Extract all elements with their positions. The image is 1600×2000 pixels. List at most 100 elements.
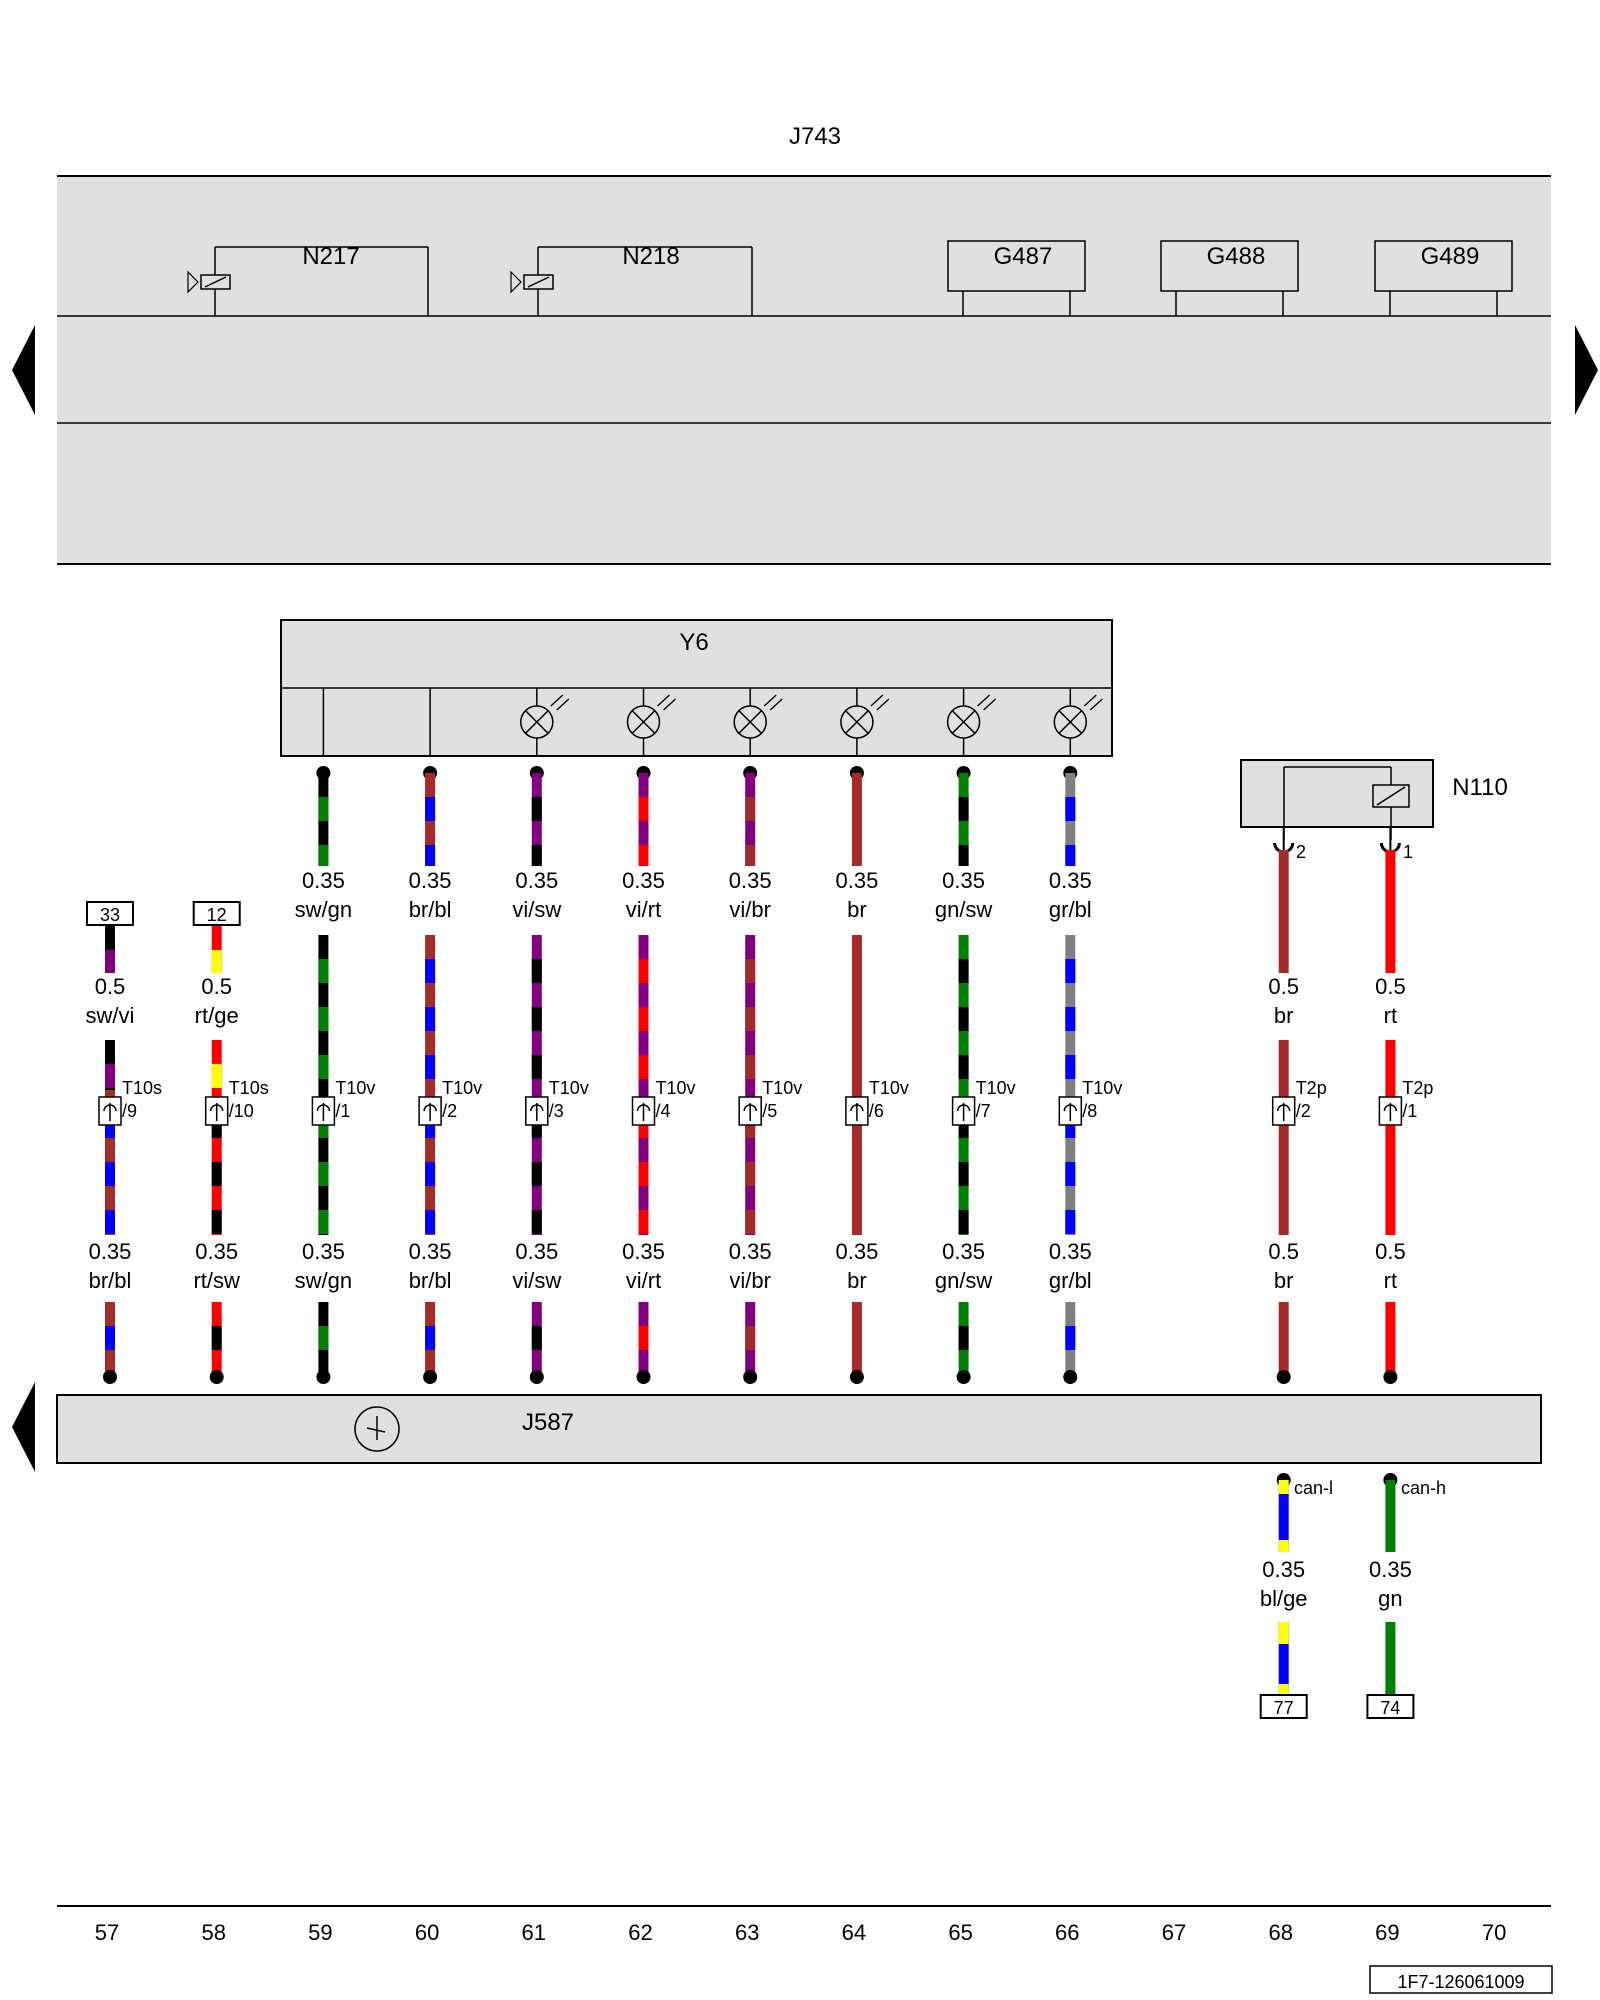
- footer-code-box: [1369, 1965, 1553, 1994]
- wire-layer: 330.5sw/viT10s/90.35br/bl120.5rt/geT10s/…: [86, 766, 1433, 1719]
- connector-T10s-9-pin: /9: [122, 1101, 137, 1121]
- pin-dot: [1383, 1370, 1398, 1384]
- connector-T10s-10-pin: /10: [229, 1101, 254, 1121]
- ground-symbol-icon: [354, 1406, 400, 1452]
- lamp-icon: [626, 694, 676, 739]
- g487-label: G487: [994, 243, 1053, 270]
- connector-T10s-9: T10s/9: [98, 1078, 162, 1126]
- connector-T10v-4-id: T10v: [656, 1078, 696, 1098]
- ref-box-12: 12: [192, 901, 241, 926]
- wire-segment-a: [1065, 773, 1076, 866]
- wire-label-top-62-color: vi/rt: [626, 897, 661, 922]
- footer-code: 1F7-126061009: [1397, 1972, 1524, 1992]
- pin-dot: [209, 1370, 224, 1384]
- wire-label-top-63-color: vi/br: [729, 897, 771, 922]
- wire-segment-c: [211, 1090, 222, 1235]
- wire-label-mid-69: 0.5rt: [1375, 974, 1406, 1028]
- wire-label-top-64-size: 0.35: [835, 868, 878, 893]
- connector-T10v-7: T10v/7: [951, 1078, 1016, 1126]
- wire-segment-c: [425, 1090, 436, 1235]
- y6-lamps: [322, 688, 1103, 756]
- wire-label-low-65-size: 0.35: [942, 1239, 985, 1264]
- column-number: 65: [948, 1920, 972, 1945]
- connector-T10v-6: T10v/6: [845, 1078, 909, 1126]
- wire-label-top-65-color: gn/sw: [935, 897, 993, 922]
- connector-T10v-1-id: T10v: [335, 1078, 375, 1098]
- column-number: 70: [1482, 1920, 1506, 1945]
- connector-T10v-2-id: T10v: [442, 1078, 482, 1098]
- can-label-68-color: bl/ge: [1260, 1586, 1308, 1611]
- wire-label-top-61-color: vi/sw: [512, 897, 561, 922]
- column-number: 68: [1268, 1920, 1292, 1945]
- can-label-69-color: gn: [1378, 1586, 1402, 1611]
- connector-T10v-8-pin: /8: [1082, 1101, 1097, 1121]
- column-number: 62: [628, 1920, 652, 1945]
- g488-label: G488: [1207, 243, 1266, 270]
- component-j587: J587: [56, 1394, 1542, 1464]
- ref-box-74: 74: [1366, 1694, 1415, 1719]
- wire-segment-a: [211, 926, 222, 973]
- wire-label-low-64-size: 0.35: [835, 1239, 878, 1264]
- valve-n217: N217: [187, 243, 429, 316]
- wire-segment-b: [105, 1040, 115, 1090]
- wire-segment-d: [851, 1302, 862, 1377]
- wire-segment-b: [211, 1040, 222, 1090]
- wire-segment-b: [531, 935, 542, 1090]
- wire-segment-a: [638, 773, 649, 866]
- can-label-68-size: 0.35: [1262, 1557, 1305, 1582]
- wire-label-low-68-size: 0.5: [1268, 1239, 1299, 1264]
- wire-label-low-68-color: br: [1274, 1268, 1294, 1293]
- wire-segment-c: [1385, 1090, 1396, 1235]
- wire-segment-b: [1385, 1040, 1396, 1090]
- ref-box-77-text: 77: [1274, 1698, 1294, 1718]
- lamp-icon: [1053, 694, 1103, 739]
- wire-label-top-66-color: gr/bl: [1049, 897, 1092, 922]
- connector-T2p-1: T2p/1: [1378, 1078, 1433, 1126]
- wire-label-mid-58-size: 0.5: [201, 974, 232, 999]
- wire-label-low-60-color: br/bl: [409, 1268, 452, 1293]
- connector-T10v-7-pin: /7: [976, 1101, 991, 1121]
- connector-T10v-8-id: T10v: [1082, 1078, 1122, 1098]
- wire-segment-a: [851, 773, 862, 866]
- connector-T10v-4-pin: /4: [656, 1101, 671, 1121]
- n217-label: N217: [302, 243, 359, 270]
- wire-label-low-63-size: 0.35: [729, 1239, 772, 1264]
- connector-T2p-1-id: T2p: [1402, 1078, 1433, 1098]
- pin-dot: [636, 1370, 651, 1384]
- wire-label-low-60-size: 0.35: [409, 1239, 452, 1264]
- connector-T10v-5-id: T10v: [762, 1078, 802, 1098]
- wire-segment-b: [958, 935, 969, 1090]
- connector-T10v-7-id: T10v: [976, 1078, 1016, 1098]
- wire-segment-c: [1278, 1090, 1289, 1235]
- connector-T10v-4: T10v/4: [631, 1078, 696, 1126]
- wire-label-low-63-color: vi/br: [729, 1268, 771, 1293]
- wire-label-low-60: 0.35 br/bl: [409, 1239, 452, 1293]
- n110-pin-1: 1: [1403, 842, 1413, 862]
- wire-segment-d: [105, 1302, 115, 1377]
- pin-dot: [1063, 1370, 1078, 1384]
- connector-T10v-1-pin: /1: [335, 1101, 350, 1121]
- pin-dot: [529, 1370, 544, 1384]
- wire-label-low-57-size: 0.35: [89, 1239, 132, 1264]
- wire-segment-a: [531, 773, 542, 866]
- ref-box-12-text: 12: [207, 905, 227, 925]
- connector-T10v-5-pin: /5: [762, 1101, 777, 1121]
- wire-segment-b: [318, 935, 329, 1090]
- sensor-g487: G487: [947, 240, 1086, 316]
- wire-label-low-66-color: gr/bl: [1049, 1268, 1092, 1293]
- wire-label-top-60-color: br/bl: [409, 897, 452, 922]
- wire-label-top-64-color: br: [847, 897, 867, 922]
